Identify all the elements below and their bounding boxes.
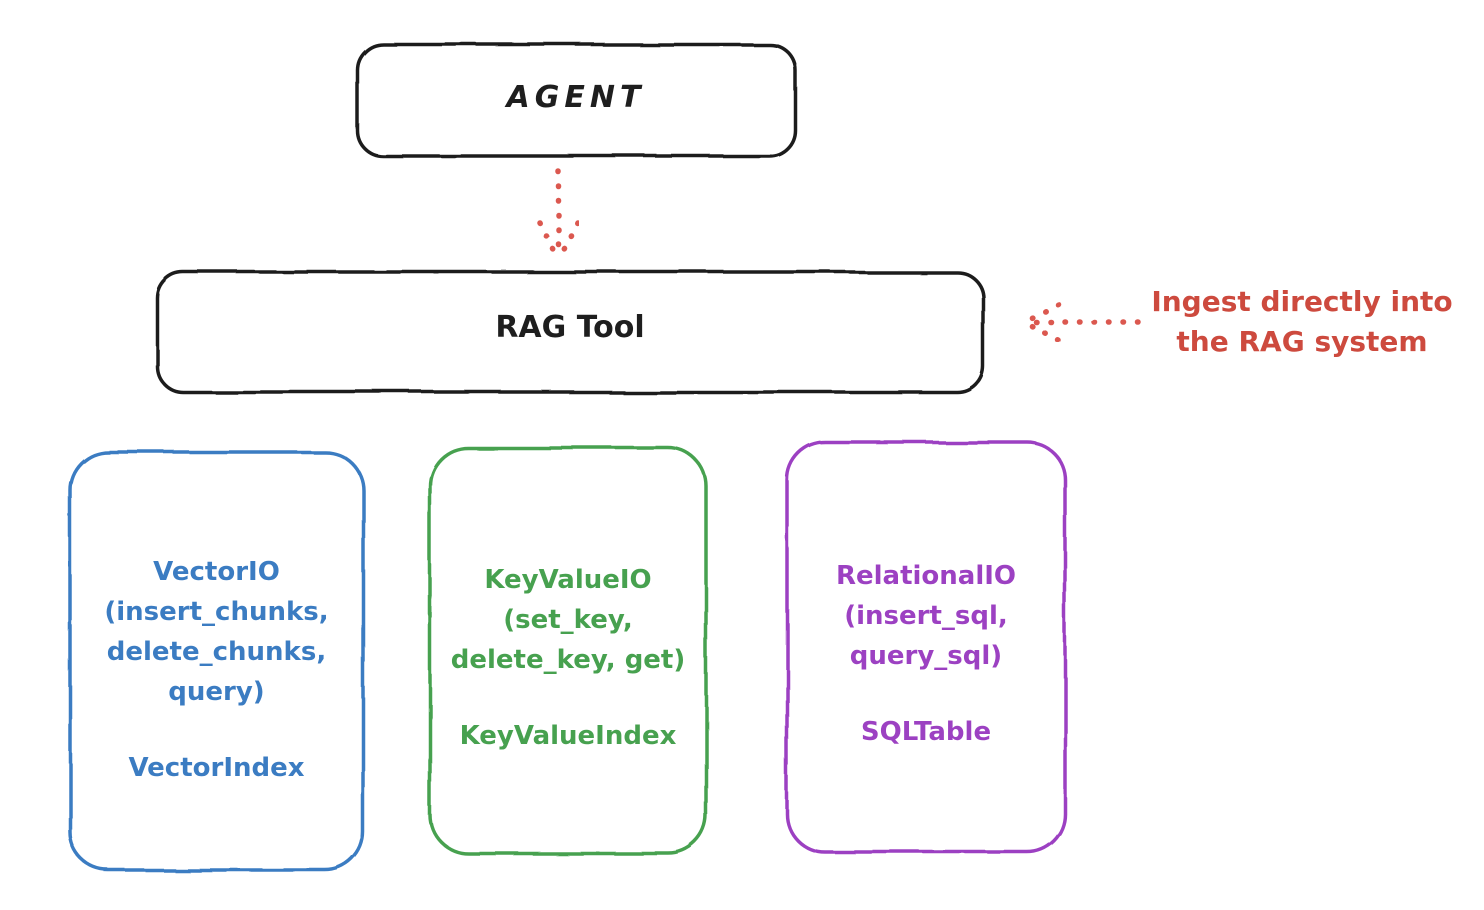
agent-box-label: AGENT bbox=[506, 80, 646, 115]
vector-box-text: VectorIO(insert_chunks,delete_chunks,que… bbox=[70, 552, 363, 788]
vector-box-methods: VectorIO(insert_chunks,delete_chunks,que… bbox=[104, 557, 329, 707]
relational-box-text: RelationalIO(insert_sql,query_sql) SQLTa… bbox=[787, 556, 1065, 752]
rag-tool-box bbox=[155, 270, 985, 394]
keyvalue-box-methods: KeyValueIO(set_key,delete_key, get) bbox=[450, 565, 686, 675]
arrow-annotation-to-rag-tool-icon bbox=[1023, 301, 1141, 343]
rag-tool-box-label: RAG Tool bbox=[495, 310, 645, 345]
sql-table-label: SQLTable bbox=[860, 717, 992, 747]
arrow-agent-to-rag-tool-icon bbox=[536, 168, 580, 261]
relational-box-methods: RelationalIO(insert_sql,query_sql) bbox=[835, 561, 1017, 671]
agent-box bbox=[355, 42, 797, 158]
vector-storage-box bbox=[68, 450, 365, 872]
keyvalue-storage-box bbox=[428, 446, 708, 855]
vector-index-label: VectorIndex bbox=[128, 753, 305, 783]
relational-storage-box bbox=[785, 440, 1067, 854]
keyvalue-index-label: KeyValueIndex bbox=[459, 721, 677, 751]
keyvalue-box-text: KeyValueIO(set_key,delete_key, get) KeyV… bbox=[430, 560, 706, 756]
